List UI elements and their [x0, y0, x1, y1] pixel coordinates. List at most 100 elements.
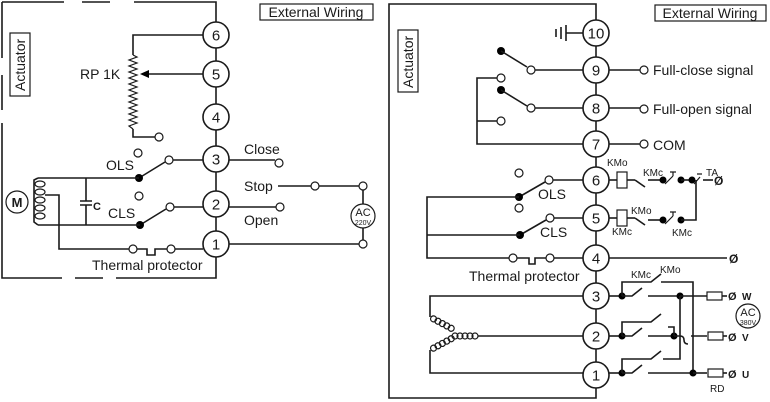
fo-open-contact: [496, 116, 506, 126]
left-terminal-4: 4: [202, 103, 230, 131]
phase-v-symbol: Ø: [728, 332, 737, 344]
svg-text:8: 8: [592, 101, 600, 118]
motor-symbol: [5, 190, 29, 214]
left-wiring-diagram: External Wiring Actuator RP 1K OLS CLS: [1, 1, 376, 279]
thermal-contact-right: [166, 244, 176, 254]
kmc-pushbutton-label: KMc: [672, 228, 692, 239]
external-wiring-box: [259, 3, 374, 21]
fo-switch-blade: [500, 89, 528, 107]
right-ols-label: OLS: [538, 186, 566, 202]
wiper-arrow-icon: [140, 70, 149, 78]
right-cls-contact: [545, 213, 555, 223]
ols-contact: [164, 155, 174, 165]
svg-text:3: 3: [212, 152, 220, 169]
power-kmc-label: KMc: [631, 270, 651, 281]
left-terminal-1: 1: [202, 230, 230, 258]
thermal-protector-symbol: [137, 248, 167, 256]
motor-common-wire: [45, 194, 130, 250]
right-external-wiring-box: [654, 4, 767, 22]
right-cls-blade: [519, 219, 547, 236]
kmc-coil-label: KMc: [612, 227, 632, 238]
actuator-label: Actuator: [12, 39, 28, 91]
motor-w-wire: [429, 295, 583, 317]
ground-icon: [555, 25, 584, 41]
full-close-label: Full-close signal: [653, 62, 753, 78]
close-terminal: [274, 158, 284, 168]
p1-kmc-contact: [622, 364, 693, 374]
right-actuator-label: Actuator: [400, 36, 416, 88]
ols-open-contact: [133, 148, 143, 158]
external-wiring-label: External Wiring: [269, 4, 364, 20]
kmc-coil: [616, 209, 628, 227]
ctrl6-node-c: [688, 176, 696, 184]
right-terminal-5: 5: [582, 204, 610, 232]
full-open-label: Full-open signal: [653, 101, 752, 117]
fuse-v: [707, 331, 724, 341]
p3-kmc-contact: [622, 287, 680, 297]
motor-u-wire: [429, 350, 583, 374]
right-limit-common-wire: [426, 196, 520, 259]
rd-fuse-label: RD: [710, 384, 724, 395]
cls-blade: [139, 208, 167, 226]
kmc-pushbutton-6: [664, 171, 676, 185]
ols-blade: [138, 161, 166, 179]
motor-winding-coils: [34, 180, 46, 220]
stop-label: Stop: [244, 178, 273, 194]
left-terminal-3: 3: [202, 145, 230, 173]
com-label: COM: [653, 137, 686, 153]
ac-380v-source: [735, 303, 761, 329]
pot-wire-top: [132, 34, 203, 55]
close-label: Close: [244, 141, 280, 157]
ctrl5-return-wire: [681, 180, 697, 221]
capacitor-label: C: [93, 201, 101, 213]
right-thermal-protector-label: Thermal protector: [469, 268, 580, 284]
three-phase-motor-windings: [429, 315, 479, 352]
ac-terminal-top: [358, 181, 368, 191]
ols-label: OLS: [106, 157, 134, 173]
motor-label: M: [12, 195, 23, 210]
p1-kmo-contact: [621, 296, 681, 373]
ac-voltage-label: 220V: [355, 220, 372, 227]
phase-v-label: V: [742, 333, 749, 344]
svg-text:4: 4: [212, 110, 220, 127]
stop-terminal: [310, 181, 320, 191]
cls-label: CLS: [108, 205, 135, 221]
phase-w-label: W: [742, 292, 752, 303]
phase-w-symbol: Ø: [728, 291, 737, 303]
svg-text:2: 2: [592, 329, 600, 346]
right-cls-open-contact: [514, 203, 524, 213]
actuator-box: [9, 32, 31, 97]
svg-text:4: 4: [592, 251, 600, 268]
fc-switch-contact: [526, 65, 536, 75]
pot-open-terminal: [154, 132, 164, 142]
right-terminal-9: 9: [582, 56, 610, 84]
svg-text:6: 6: [212, 28, 220, 45]
right-terminal-6: 6: [582, 166, 610, 194]
kmo-coil-label: KMo: [607, 158, 628, 169]
right-thermal-contact-left: [508, 253, 518, 263]
actuator-frame-side: [1, 2, 217, 279]
ctrl6-node-a: [659, 176, 667, 184]
left-terminal-5: 5: [202, 60, 230, 88]
svg-text:7: 7: [592, 137, 600, 154]
ta-switch: [693, 173, 702, 185]
right-cls-label: CLS: [540, 224, 567, 240]
ctrl5-node-a: [659, 216, 667, 224]
com-wire: [476, 77, 583, 145]
right-terminal-7: 7: [582, 130, 610, 158]
v-wire: [674, 335, 707, 345]
phase-u-label: U: [742, 370, 749, 381]
motor-winding-frame: [33, 177, 39, 226]
p2-kmc-contact: [622, 327, 674, 337]
right-terminal-2: 2: [582, 322, 610, 350]
right-ols-blade: [518, 181, 546, 198]
full-open-terminal: [639, 104, 649, 114]
v-hook: [668, 326, 675, 336]
svg-text:2: 2: [212, 197, 220, 214]
right-terminal-3: 3: [582, 282, 610, 310]
right-thermal-contact-right: [545, 253, 555, 263]
fuse-w: [706, 291, 723, 301]
com-terminal: [639, 139, 649, 149]
kmo-interlock-label: KMo: [631, 206, 652, 217]
power-kmo-label: KMo: [660, 265, 681, 276]
